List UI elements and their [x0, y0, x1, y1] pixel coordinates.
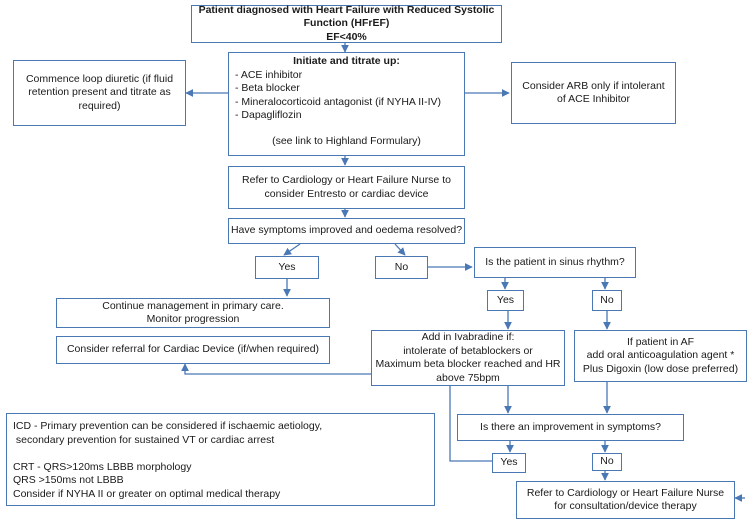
refer-final-line2: for consultation/device therapy [554, 500, 697, 512]
yes-box-2: Yes [487, 290, 524, 311]
ivabradine-box: Add in Ivabradine if: intolerate of beta… [371, 330, 565, 386]
no-box-2: No [592, 290, 622, 311]
symptoms-question-box: Have symptoms improved and oedema resolv… [228, 218, 465, 244]
initiate-item: - Mineralocorticoid antagonist (if NYHA … [235, 95, 441, 108]
continue-line1: Continue management in primary care. [102, 299, 284, 312]
ivabradine-line: Add in Ivabradine if: [421, 331, 515, 343]
initiate-list: - ACE inhibitor - Beta blocker - Mineral… [235, 69, 458, 123]
af-line: Plus Digoxin (low dose preferred) [582, 362, 739, 375]
symptoms-question-text: Have symptoms improved and oedema resolv… [230, 224, 463, 237]
refer-cardiology-box: Refer to Cardiology or Heart Failure Nur… [228, 166, 465, 209]
yes-label: Yes [496, 293, 515, 306]
arrow-question-to-yes [283, 243, 301, 256]
af-line: add oral anticoagulation agent * [586, 349, 735, 362]
cardiac-device-box: Consider referral for Cardiac Device (if… [56, 336, 330, 364]
start-line1: Patient diagnosed with Heart Failure wit… [198, 3, 495, 30]
ivabradine-line: Maximum beta blocker reached and HR [375, 358, 561, 370]
improvement-question-text: Is there an improvement in symptoms? [480, 420, 661, 433]
initiate-item: - ACE inhibitor [235, 68, 303, 81]
no-label: No [600, 455, 614, 468]
no-box-1: No [375, 256, 428, 279]
icd-line: ICD - Primary prevention can be consider… [13, 420, 323, 432]
loop-diuretic-text: Commence loop diuretic (if fluid retenti… [25, 72, 174, 112]
af-line: If patient in AF [626, 335, 695, 348]
initiate-note: (see link to Highland Formulary) [272, 134, 421, 147]
initiate-item: - Beta blocker [235, 82, 300, 94]
sinus-question-box: Is the patient in sinus rhythm? [474, 247, 636, 278]
yes-box-1: Yes [255, 256, 319, 279]
initiate-title: Initiate and titrate up: [293, 55, 400, 67]
arrow-question-to-no [394, 243, 406, 256]
ivabradine-line: intolerate of betablockers or [403, 344, 533, 357]
icd-line: QRS >150ms not LBBB [13, 474, 124, 486]
loop-diuretic-box: Commence loop diuretic (if fluid retenti… [13, 60, 186, 126]
initiate-item: - Dapagliflozin [235, 109, 302, 121]
icd-line [13, 447, 428, 461]
start-box: Patient diagnosed with Heart Failure wit… [191, 3, 502, 43]
refer-cardiology-text: Refer to Cardiology or Heart Failure Nur… [242, 174, 451, 200]
no-label: No [394, 260, 409, 273]
yes-label: Yes [278, 260, 296, 273]
icd-line: secondary prevention for sustained VT or… [13, 433, 275, 446]
no-label: No [600, 293, 614, 306]
start-line2: EF<40% [326, 30, 367, 43]
refer-final-box: Refer to Cardiology or Heart Failure Nur… [516, 481, 735, 519]
continue-line2: Monitor progression [146, 313, 240, 325]
refer-final-line1: Refer to Cardiology or Heart Failure Nur… [526, 486, 725, 499]
icd-info-box: ICD - Primary prevention can be consider… [6, 413, 435, 506]
continue-management-box: Continue management in primary care. Mon… [56, 298, 330, 328]
cardiac-device-text: Consider referral for Cardiac Device (if… [66, 343, 320, 356]
sinus-question-text: Is the patient in sinus rhythm? [485, 255, 625, 268]
yes-label: Yes [500, 456, 518, 469]
yes-box-3: Yes [492, 453, 526, 473]
initiate-box: Initiate and titrate up: - ACE inhibitor… [228, 52, 465, 156]
icd-line: CRT - QRS>120ms LBBB morphology [13, 460, 192, 473]
af-box: If patient in AF add oral anticoagulatio… [574, 330, 747, 382]
icd-line: Consider if NYHA II or greater on optima… [13, 487, 281, 500]
ivabradine-line: above 75bpm [436, 371, 500, 384]
arb-text: Consider ARB only if intolerant of ACE I… [522, 79, 665, 106]
no-box-3: No [592, 453, 622, 471]
improvement-question-box: Is there an improvement in symptoms? [457, 414, 684, 441]
arb-box: Consider ARB only if intolerant of ACE I… [511, 62, 676, 124]
